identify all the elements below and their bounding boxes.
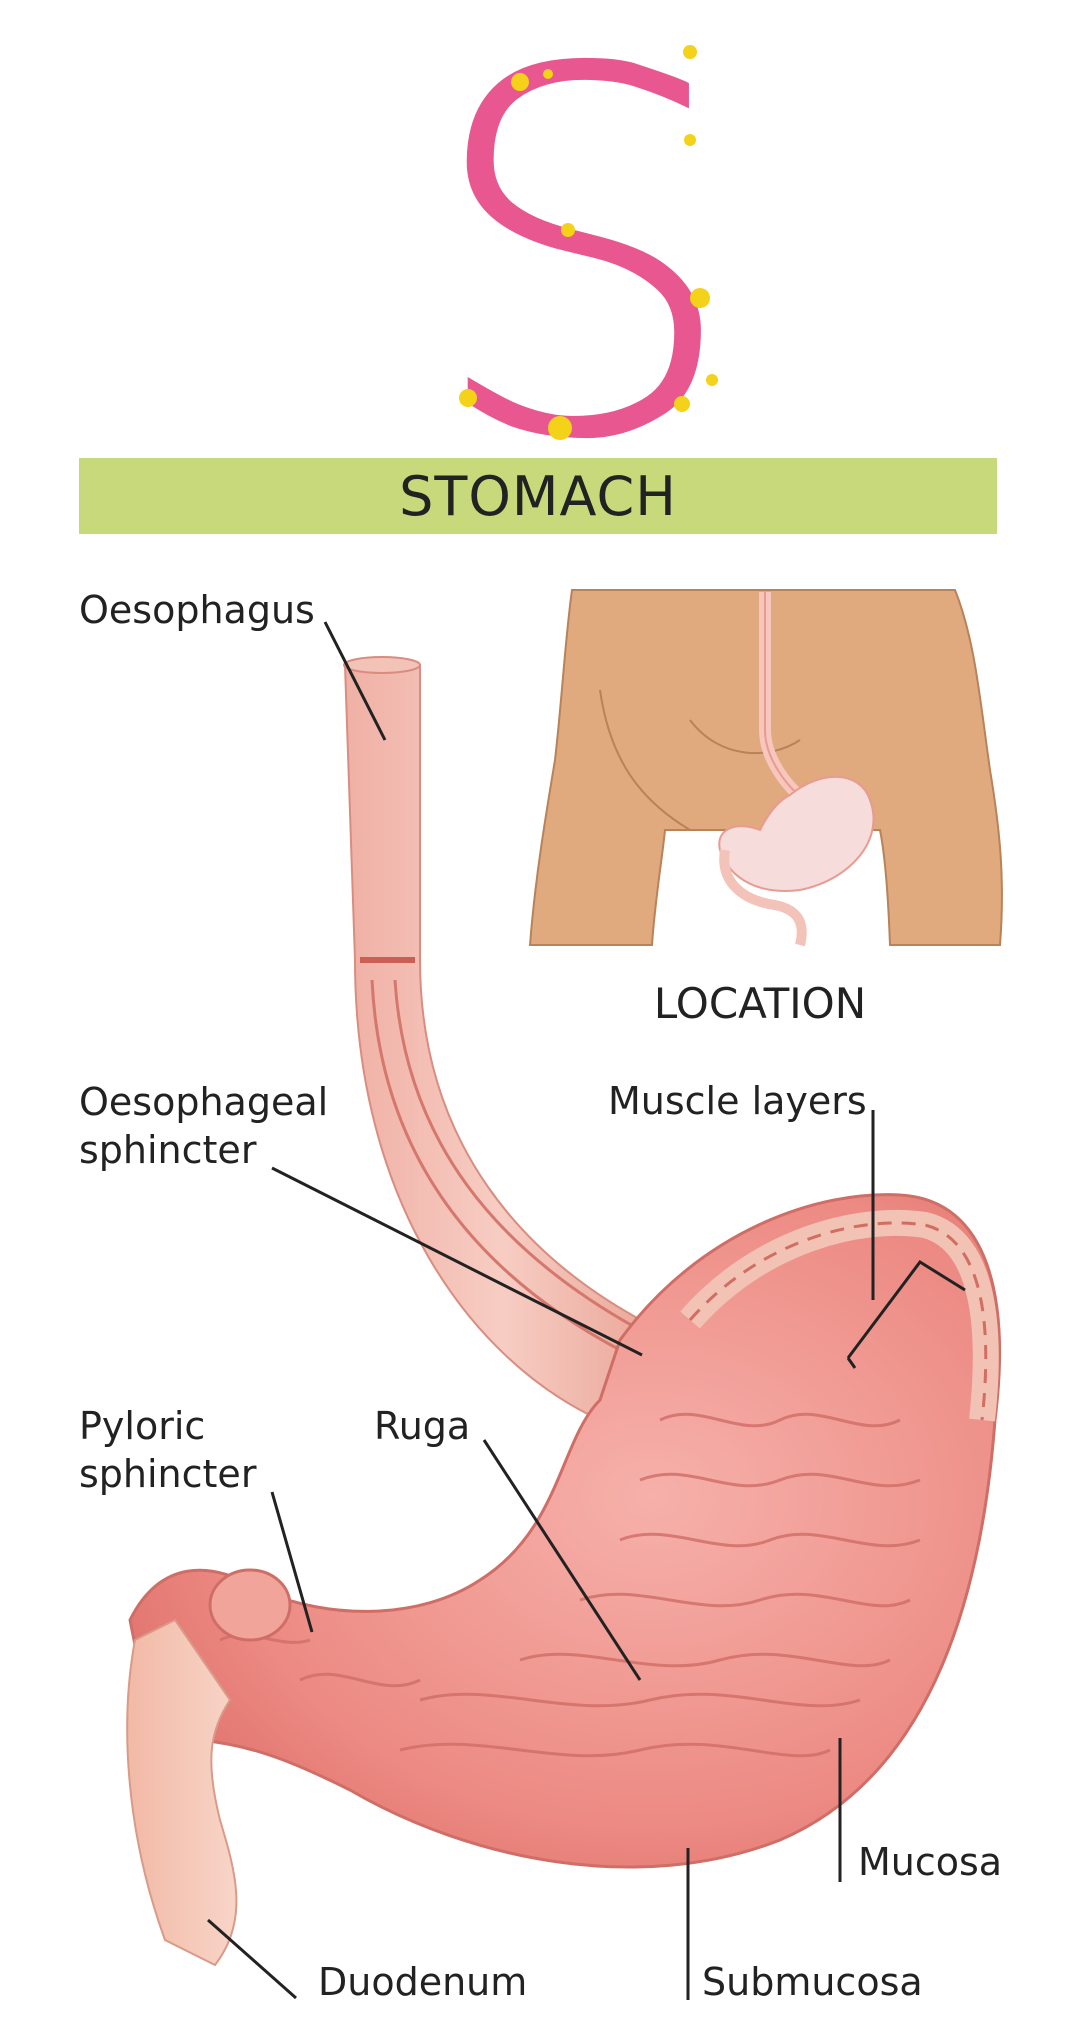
leader-duodenum <box>207 1918 297 2000</box>
stomach-body <box>128 1193 1001 1869</box>
letter-s-decoration: S <box>422 0 741 460</box>
label-oesophagus: Oesophagus <box>79 588 315 632</box>
label-duodenum: Duodenum <box>318 1960 528 2004</box>
leader-muscle-layers <box>846 1110 966 1369</box>
oesophagus-cut-top <box>343 656 421 674</box>
inset-stomach <box>718 775 875 892</box>
label-submucosa: Submucosa <box>702 1960 923 2004</box>
label-pyloric-sphincter-line2: sphincter <box>79 1452 257 1496</box>
label-ruga: Ruga <box>374 1404 471 1448</box>
yellow-dot-pattern <box>459 45 718 440</box>
rugae-folds <box>219 1412 921 1758</box>
label-oesophageal-sphincter: Oesophageal sphincter <box>79 1078 328 1174</box>
leader-ruga <box>482 1439 642 1681</box>
location-inset <box>528 589 1003 947</box>
label-muscle-layers: Muscle layers <box>608 1079 867 1123</box>
leader-oesophagus <box>323 621 387 741</box>
label-mucosa: Mucosa <box>858 1840 1003 1884</box>
leader-lines <box>207 621 966 2000</box>
leader-oesophageal-sphincter <box>271 1166 643 1357</box>
location-caption: LOCATION <box>653 979 867 1028</box>
label-oesophageal-sphincter-line1: Oesophageal <box>79 1080 329 1124</box>
pyloric-sphincter-shape <box>208 1568 292 1642</box>
stomach-muscle-band <box>680 1209 999 1422</box>
letter-s: S <box>423 0 740 460</box>
page-title: STOMACH <box>399 464 677 528</box>
title-banner: STOMACH <box>79 458 997 534</box>
label-oesophageal-sphincter-line2: sphincter <box>79 1128 257 1172</box>
label-pyloric-sphincter: Pyloric sphincter <box>79 1402 256 1498</box>
label-pyloric-sphincter-line1: Pyloric <box>79 1404 206 1448</box>
inset-duodenum <box>719 849 807 947</box>
duodenum-tube <box>126 1618 238 1967</box>
torso-shape <box>528 589 1003 946</box>
leader-pyloric-sphincter <box>270 1491 314 1633</box>
